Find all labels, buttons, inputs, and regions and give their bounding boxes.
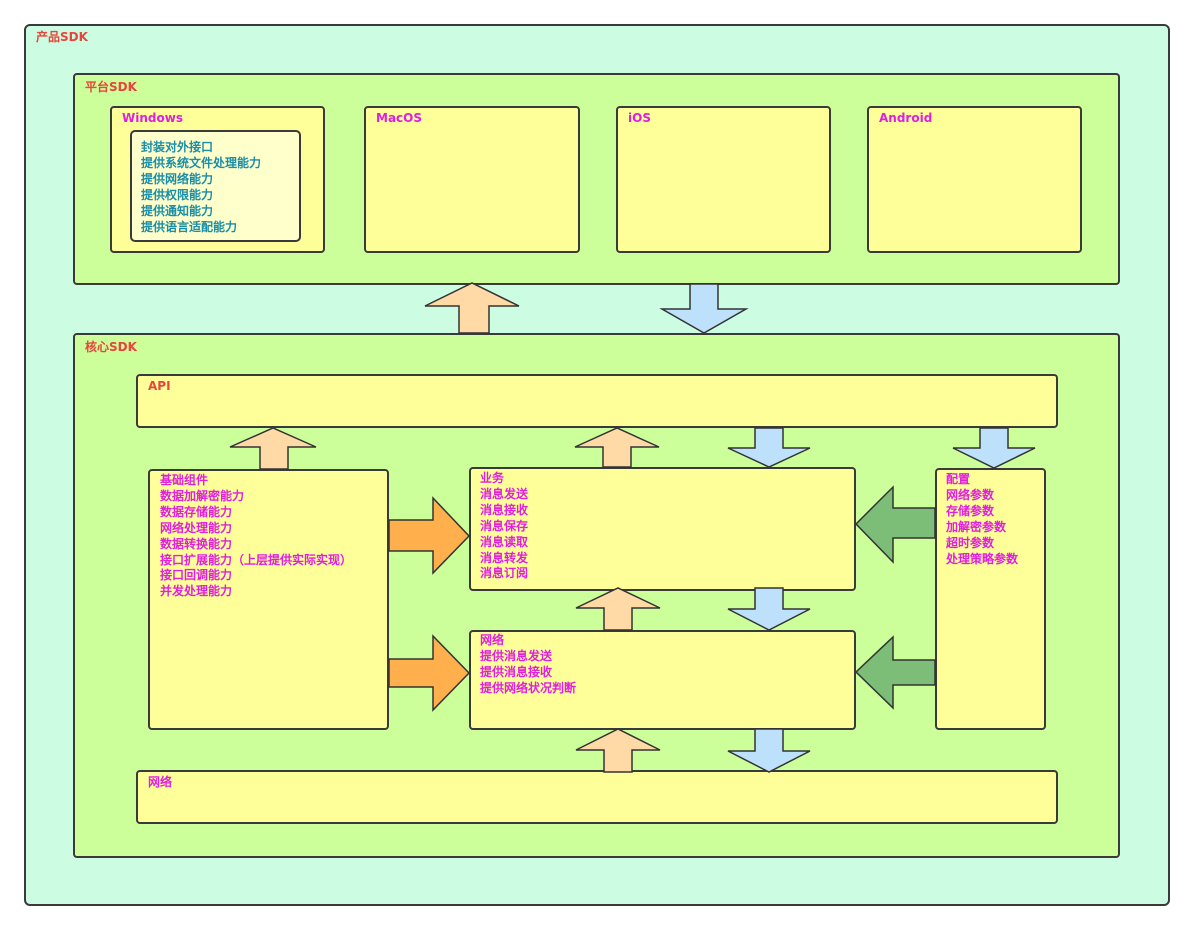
android-title: Android: [879, 111, 933, 125]
network-module-item: 提供消息接收: [480, 664, 553, 679]
windows-capability-item: 提供系统文件处理能力: [141, 156, 262, 170]
base-component-item: 网络处理能力: [160, 520, 233, 535]
business-item: 消息转发: [480, 550, 529, 565]
business-list: 业务 消息发送 消息接收 消息保存 消息读取 消息转发 消息订阅: [480, 471, 528, 582]
network-module-item: 提供消息发送: [480, 648, 553, 663]
windows-capability-item: 提供权限能力: [141, 188, 214, 202]
business-item: 消息发送: [480, 486, 529, 501]
product-sdk-title: 产品SDK: [36, 30, 88, 44]
windows-capabilities-note: 封装对外接口 提供系统文件处理能力 提供网络能力 提供权限能力 提供通知能力 提…: [130, 130, 301, 242]
network-module-item: 提供网络状况判断: [480, 680, 577, 695]
base-component-item: 接口回调能力: [160, 568, 233, 583]
base-components-box: 基础组件 数据加解密能力 数据存储能力 网络处理能力 数据转换能力 接口扩展能力…: [148, 469, 389, 730]
config-title: 配置: [946, 472, 971, 486]
business-item: 消息读取: [480, 534, 529, 549]
business-box: 业务 消息发送 消息接收 消息保存 消息读取 消息转发 消息订阅: [469, 467, 856, 591]
ios-title: iOS: [628, 111, 651, 125]
business-title: 业务: [480, 471, 505, 485]
network-bottom-box: 网络: [136, 770, 1058, 824]
base-components-list: 基础组件 数据加解密能力 数据存储能力 网络处理能力 数据转换能力 接口扩展能力…: [160, 473, 352, 600]
business-item: 消息接收: [480, 502, 529, 517]
api-box: API: [136, 374, 1058, 428]
macos-title: MacOS: [376, 111, 422, 125]
macos-box: MacOS: [364, 106, 580, 253]
base-component-item: 数据加解密能力: [160, 488, 245, 503]
config-item: 网络参数: [946, 487, 995, 502]
ios-box: iOS: [616, 106, 831, 253]
network-bottom-title: 网络: [148, 775, 173, 789]
windows-capability-item: 提供语言适配能力: [141, 220, 238, 234]
network-module-list: 网络 提供消息发送 提供消息接收 提供网络状况判断: [480, 633, 576, 697]
windows-capability-item: 提供通知能力: [141, 204, 214, 218]
android-box: Android: [867, 106, 1082, 253]
platform-sdk-title: 平台SDK: [85, 80, 137, 94]
network-module-box: 网络 提供消息发送 提供消息接收 提供网络状况判断: [469, 630, 856, 730]
config-item: 处理策略参数: [946, 551, 1019, 566]
network-module-title: 网络: [480, 633, 505, 647]
base-components-title: 基础组件: [160, 473, 209, 487]
base-component-item: 数据存储能力: [160, 504, 233, 519]
config-item: 加解密参数: [946, 519, 1007, 534]
base-component-item: 数据转换能力: [160, 536, 233, 551]
windows-capabilities-list: 封装对外接口 提供系统文件处理能力 提供网络能力 提供权限能力 提供通知能力 提…: [141, 139, 261, 235]
base-component-item: 接口扩展能力（上层提供实际实现）: [160, 552, 353, 567]
config-item: 存储参数: [946, 503, 995, 518]
windows-capability-item: 提供网络能力: [141, 172, 214, 186]
windows-title: Windows: [122, 111, 183, 125]
windows-capability-item: 封装对外接口: [141, 140, 214, 154]
config-list: 配置 网络参数 存储参数 加解密参数 超时参数 处理策略参数: [946, 472, 1018, 567]
business-item: 消息保存: [480, 518, 529, 533]
business-item: 消息订阅: [480, 566, 529, 581]
config-box: 配置 网络参数 存储参数 加解密参数 超时参数 处理策略参数: [935, 468, 1046, 730]
base-component-item: 并发处理能力: [160, 584, 233, 599]
config-item: 超时参数: [946, 535, 995, 550]
api-title: API: [148, 379, 171, 393]
core-sdk-title: 核心SDK: [85, 340, 137, 354]
